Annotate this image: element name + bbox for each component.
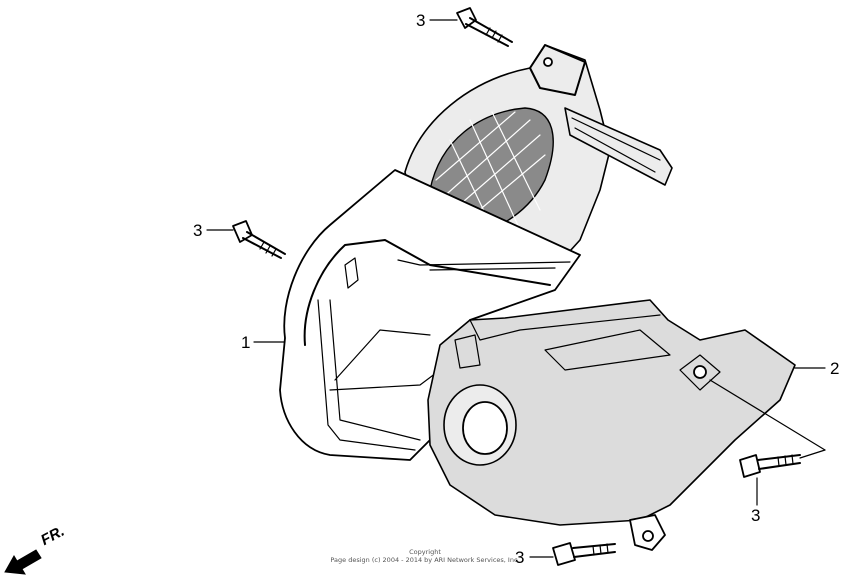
copyright-line-1: Copyright [409,548,441,556]
bolt-bottom[interactable] [552,542,616,566]
shroud-body[interactable] [279,169,581,461]
bolt-left[interactable] [232,220,286,259]
callout-bolt-bottom: 3 [515,548,525,567]
callout-pulley-cover: 2 [830,359,840,378]
callout-bolt-left: 3 [193,221,203,240]
callout-shroud: 1 [241,333,251,352]
leader-lines [206,19,826,558]
bolt-right[interactable] [739,454,801,478]
bolt-top[interactable] [456,7,513,47]
callout-bolt-right: 3 [751,506,761,525]
front-arrow-icon [4,549,42,575]
pulley-cover[interactable] [427,299,796,551]
copyright-line-2: Page design (c) 2004 - 2014 by ARI Netwo… [330,556,520,564]
callout-bolt-top: 3 [416,11,426,30]
cover-opening [443,384,517,466]
copyright-notice: Copyright Page design (c) 2004 - 2014 by… [330,548,520,564]
